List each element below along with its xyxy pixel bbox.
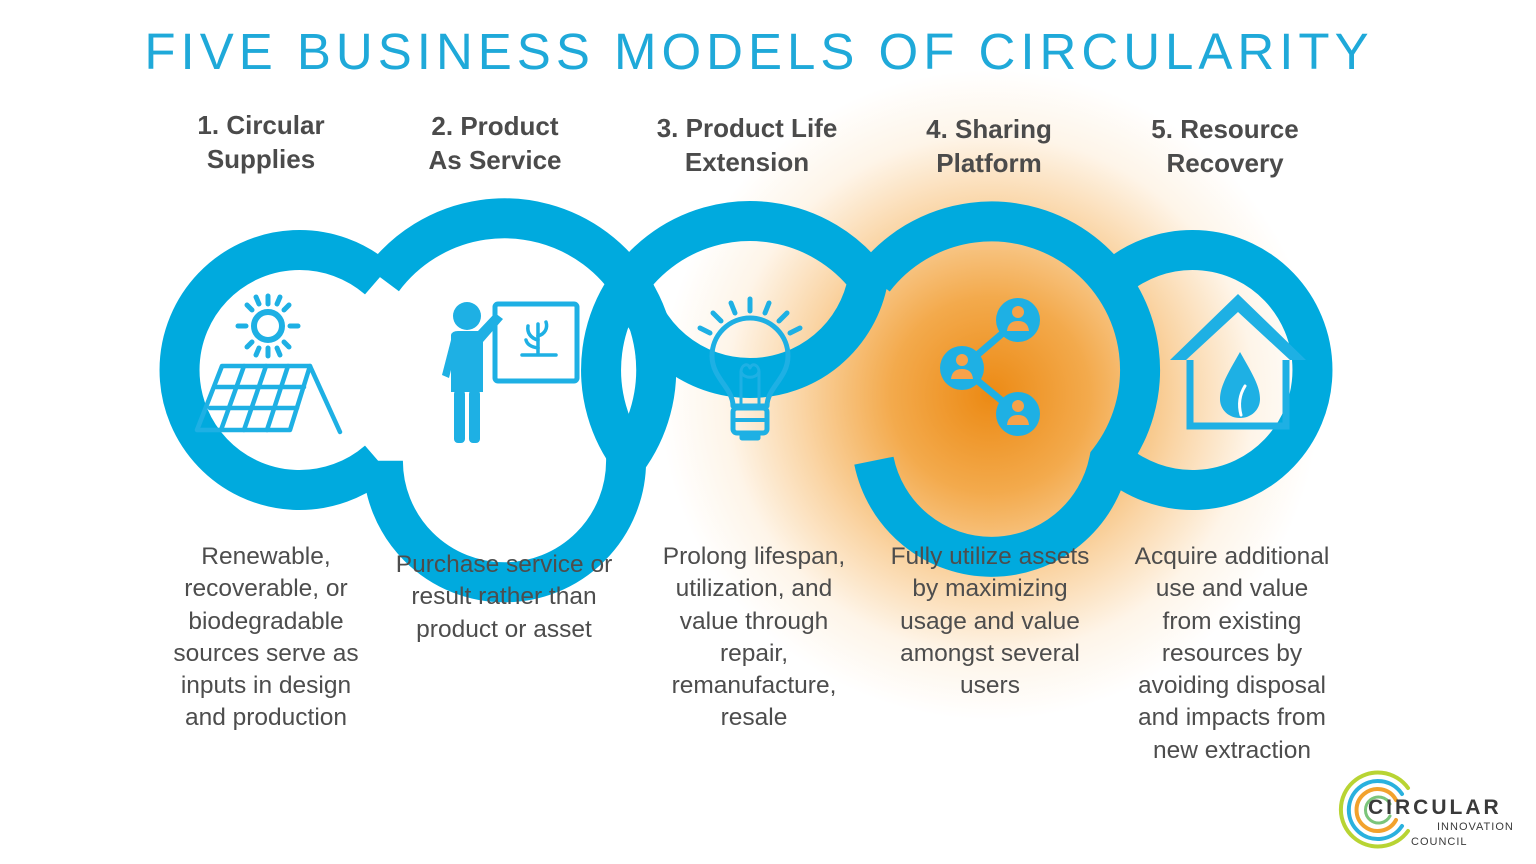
model-5-description: Acquire additional use and value from ex… <box>1107 541 1357 767</box>
model-1-desc-line: inputs in design <box>180 672 352 700</box>
model-2-desc-line: result rather than <box>411 583 597 611</box>
model-4-desc-line: users <box>960 672 1020 700</box>
model-3-desc-line: repair, <box>719 639 789 667</box>
model-3-desc-line: resale <box>720 704 788 732</box>
logo-word-innovation: INNOVATION <box>1437 821 1514 833</box>
ring-5 <box>1100 230 1333 510</box>
model-1-title-line1: 1. Circular <box>197 110 325 140</box>
model-5-desc-line: from existing <box>1162 607 1302 635</box>
model-5-title-line2: Recovery <box>1166 148 1284 178</box>
share-network-icon <box>940 298 1040 436</box>
model-2-title: 2. Product As Service <box>375 109 615 177</box>
model-2-desc-line: Purchase service or <box>395 551 613 578</box>
page-title: FIVE BUSINESS MODELS OF CIRCULARITY <box>144 23 1374 80</box>
model-4-desc-line: Fully utilize assets <box>890 543 1090 570</box>
presenter-icon <box>442 301 580 443</box>
logo-ring-icon <box>1338 770 1410 849</box>
model-2-title-line1: 2. Product <box>431 111 559 141</box>
model-4-title-line1: 4. Sharing <box>926 114 1052 144</box>
house-flame-icon <box>1170 294 1306 430</box>
model-4-desc-line: amongst several <box>900 639 1080 667</box>
model-2-title-line2: As Service <box>428 145 562 175</box>
model-1-desc-line: Renewable, <box>201 543 331 570</box>
model-5-desc-line: use and value <box>1155 575 1309 603</box>
model-1-desc-line: and production <box>184 704 348 732</box>
model-3-title-line2: Extension <box>684 147 810 177</box>
model-5-desc-line: and impacts from <box>1138 704 1326 732</box>
model-3-desc-line: value through <box>679 607 829 635</box>
model-4-desc-line: usage and value <box>900 607 1080 635</box>
ring-3 <box>581 201 890 473</box>
model-2-desc-line: product or asset <box>416 615 592 643</box>
model-1-desc-line: biodegradable <box>188 607 344 635</box>
logo-word-council: COUNCIL <box>1411 836 1468 848</box>
model-5-desc-line: Acquire additional <box>1134 543 1330 570</box>
model-1-desc-line: recoverable, or <box>184 575 348 603</box>
model-1-title: 1. Circular Supplies <box>141 108 381 176</box>
model-2-description: Purchase service or result rather than p… <box>379 549 629 646</box>
model-3-desc-line: remanufacture, <box>671 672 837 700</box>
solar-panel-icon <box>194 293 343 435</box>
model-4-description: Fully utilize assets by maximizing usage… <box>865 541 1115 702</box>
model-4-desc-line: by maximizing <box>912 575 1068 603</box>
model-1-description: Renewable, recoverable, or biodegradable… <box>141 541 391 735</box>
model-3-title-line1: 3. Product Life <box>656 113 838 143</box>
model-5-title-line1: 5. Resource <box>1151 114 1299 144</box>
model-4-title-line2: Platform <box>936 148 1042 178</box>
model-3-desc-line: utilization, and <box>675 575 833 603</box>
model-4-title: 4. Sharing Platform <box>869 112 1109 180</box>
model-5-desc-line: resources by <box>1161 639 1303 667</box>
model-3-desc-line: Prolong lifespan, <box>662 543 846 570</box>
model-3-title: 3. Product Life Extension <box>627 111 867 179</box>
model-1-desc-line: sources serve as <box>173 639 359 667</box>
model-5-title: 5. Resource Recovery <box>1105 112 1345 180</box>
ring-4 <box>854 201 1160 577</box>
logo-word-circular: CIRCULAR <box>1368 796 1502 819</box>
model-5-desc-line: avoiding disposal <box>1138 672 1326 700</box>
model-1-title-line2: Supplies <box>206 144 316 174</box>
model-3-description: Prolong lifespan, utilization, and value… <box>629 541 879 735</box>
lightbulb-icon <box>697 296 803 441</box>
ring-1 <box>159 230 392 510</box>
model-5-desc-line: new extraction <box>1153 736 1311 764</box>
